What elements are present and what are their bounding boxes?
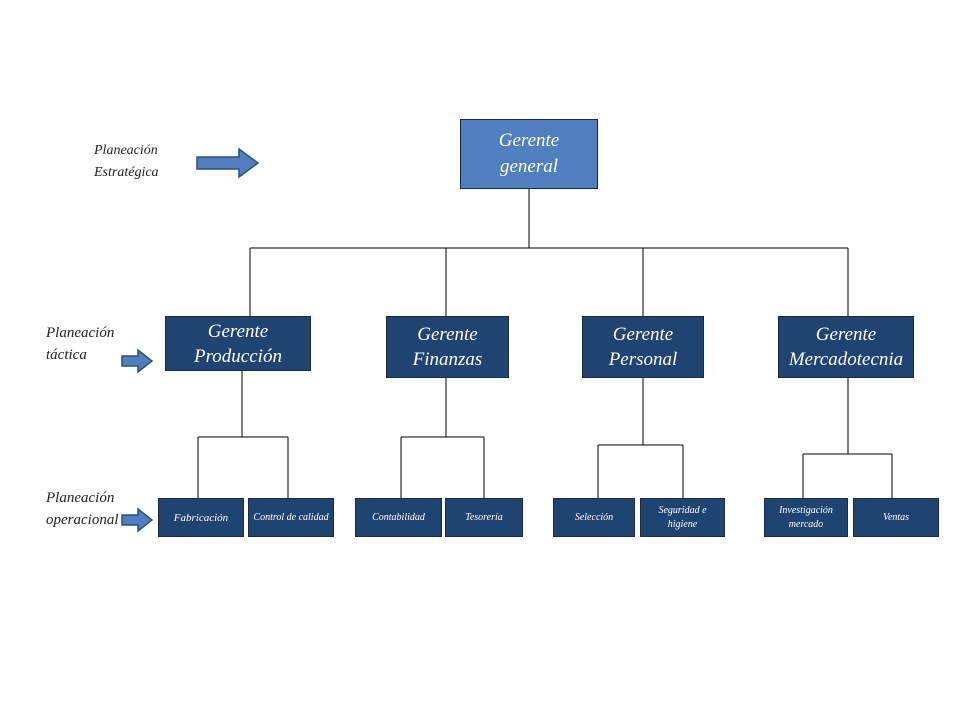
arrow-right-icon xyxy=(196,147,260,179)
arrow-right-icon xyxy=(121,507,154,533)
node-label-line: Gerente xyxy=(815,324,877,345)
node-label: Tesorería xyxy=(465,511,503,523)
node-tesoreria: Tesorería xyxy=(445,498,523,537)
node-label-line: Gerente xyxy=(498,130,560,151)
node-gerente-mercadotecnia: Gerente Mercadotecnia xyxy=(778,316,914,378)
node-control-de-calidad: Control de calidad xyxy=(248,498,334,537)
node-label-line: Gerente xyxy=(207,320,269,342)
node-label: Selección xyxy=(574,511,614,523)
level-label-line: táctica xyxy=(46,347,87,363)
node-label: Fabricación xyxy=(173,511,229,524)
node-gerente-produccion: Gerente Producción xyxy=(165,316,311,371)
node-label-line: Producción xyxy=(194,345,282,367)
node-gerente-general: Gerente general xyxy=(460,119,598,189)
level-label-line: Planeación xyxy=(94,143,158,158)
node-label-line: Gerente xyxy=(417,324,478,345)
node-contabilidad: Contabilidad xyxy=(355,498,442,537)
node-label-line: Mercadotecnia xyxy=(788,349,904,370)
level-label-strategic: Planeación Estratégica xyxy=(94,140,159,184)
level-label-line: Planeación xyxy=(46,490,115,506)
node-label: Seguridad e higiene xyxy=(658,504,707,530)
level-label-line: Estratégica xyxy=(94,165,159,180)
node-fabricacion: Fabricación xyxy=(158,498,244,537)
level-label-line: Planeación xyxy=(46,325,115,341)
node-ventas: Ventas xyxy=(853,498,939,537)
node-label-line: Finanzas xyxy=(412,349,483,370)
level-label-tactical: Planeación táctica xyxy=(46,322,114,366)
node-label-line: general xyxy=(499,156,559,177)
node-seleccion: Selección xyxy=(553,498,635,537)
node-seguridad-e-higiene: Seguridad e higiene xyxy=(640,498,725,537)
arrow-right-icon xyxy=(121,348,154,374)
level-label-line: operacional xyxy=(46,512,119,528)
node-gerente-personal: Gerente Personal xyxy=(582,316,704,378)
node-label-line: Personal xyxy=(608,349,678,370)
node-gerente-finanzas: Gerente Finanzas xyxy=(386,316,509,378)
node-label-line: Gerente xyxy=(612,324,674,345)
node-label: Ventas xyxy=(882,511,910,523)
node-investigacion-mercado: Investigación mercado xyxy=(764,498,848,537)
node-label: Contabilidad xyxy=(372,511,425,523)
node-label: Investigación mercado xyxy=(779,504,833,530)
level-label-operational: Planeación operacional xyxy=(46,487,119,531)
node-label: Control de calidad xyxy=(253,511,329,523)
